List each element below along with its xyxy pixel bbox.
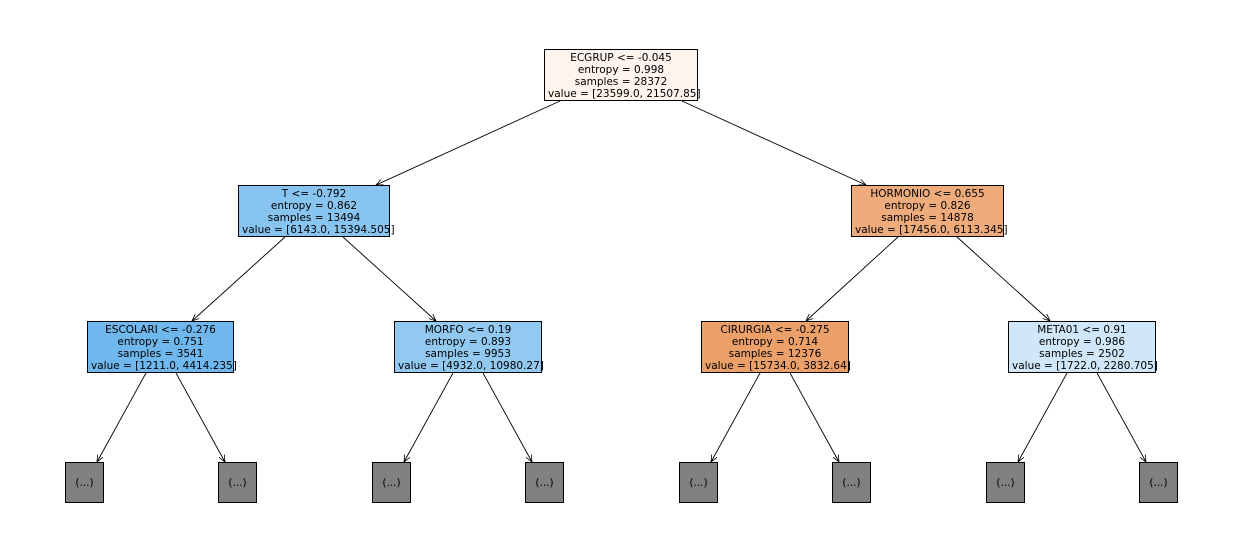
node-condition: MORFO <= 0.19 (424, 324, 512, 336)
node-value: value = [1722.0, 2280.705] (1012, 360, 1158, 372)
edge-n-ll-to-lf1 (175, 372, 225, 462)
node-entropy: entropy = 0.893 (424, 336, 512, 348)
edge-n-root-to-n-r (681, 100, 866, 185)
node-entropy: entropy = 0.862 (270, 200, 358, 212)
node-condition: T <= -0.792 (281, 188, 347, 200)
node-samples: samples = 12376 (728, 348, 822, 360)
node-entropy: entropy = 0.751 (117, 336, 204, 348)
node-condition: HORMONIO <= 0.655 (870, 188, 985, 200)
node-right: HORMONIO <= 0.655 entropy = 0.826 sample… (851, 185, 1008, 237)
node-right-left: CIRURGIA <= -0.275 entropy = 0.714 sampl… (701, 321, 851, 373)
truncated-leaf: (...) (986, 462, 1025, 503)
node-left-left: ESCOLARI <= -0.276 entropy = 0.751 sampl… (87, 321, 237, 373)
node-samples: samples = 9953 (425, 348, 511, 360)
edge-n-ll-to-lf0 (97, 372, 147, 462)
edge-n-rl-to-lf5 (789, 372, 839, 462)
truncated-leaf: (...) (1139, 462, 1178, 503)
edge-n-l-to-n-ll (192, 236, 286, 321)
node-samples: samples = 3541 (117, 348, 204, 360)
truncated-leaf: (...) (65, 462, 104, 503)
node-condition: ESCOLARI <= -0.276 (105, 324, 216, 336)
node-value: value = [15734.0, 3832.64] (705, 360, 851, 372)
node-value: value = [4932.0, 10980.27] (398, 360, 544, 372)
truncated-leaf: (...) (525, 462, 564, 503)
truncated-leaf: (...) (372, 462, 411, 503)
node-condition: ECGRUP <= -0.045 (570, 52, 672, 64)
edge-n-lr-to-lf2 (404, 372, 454, 462)
edge-n-root-to-n-l (376, 100, 561, 185)
edge-n-lr-to-lf3 (482, 372, 532, 462)
node-samples: samples = 2502 (1039, 348, 1125, 360)
node-entropy: entropy = 0.998 (577, 64, 665, 76)
node-condition: CIRURGIA <= -0.275 (720, 324, 830, 336)
edge-n-r-to-n-rl (806, 236, 899, 321)
truncated-leaf: (...) (218, 462, 257, 503)
node-left-right: MORFO <= 0.19 entropy = 0.893 samples = … (394, 321, 544, 373)
node-entropy: entropy = 0.986 (1038, 336, 1126, 348)
node-condition: META01 <= 0.91 (1037, 324, 1127, 336)
node-samples: samples = 14878 (881, 212, 974, 224)
node-entropy: entropy = 0.714 (731, 336, 819, 348)
node-root: ECGRUP <= -0.045 entropy = 0.998 samples… (544, 49, 701, 101)
node-left: T <= -0.792 entropy = 0.862 samples = 13… (238, 185, 395, 237)
edge-n-rr-to-lf7 (1096, 372, 1146, 462)
node-value: value = [6143.0, 15394.505] (242, 224, 395, 236)
edge-n-l-to-n-lr (342, 236, 436, 321)
node-samples: samples = 28372 (574, 76, 668, 88)
node-right-right: META01 <= 0.91 entropy = 0.986 samples =… (1008, 321, 1158, 373)
node-value: value = [1211.0, 4414.235] (91, 360, 237, 372)
edge-n-r-to-n-rr (956, 236, 1050, 321)
edge-n-rl-to-lf4 (711, 372, 761, 462)
edge-n-rr-to-lf6 (1018, 372, 1068, 462)
node-samples: samples = 13494 (267, 212, 361, 224)
node-value: value = [17456.0, 6113.345] (855, 224, 1008, 236)
truncated-leaf: (...) (832, 462, 871, 503)
truncated-leaf: (...) (679, 462, 718, 503)
node-entropy: entropy = 0.826 (884, 200, 971, 212)
node-value: value = [23599.0, 21507.85] (548, 88, 701, 100)
